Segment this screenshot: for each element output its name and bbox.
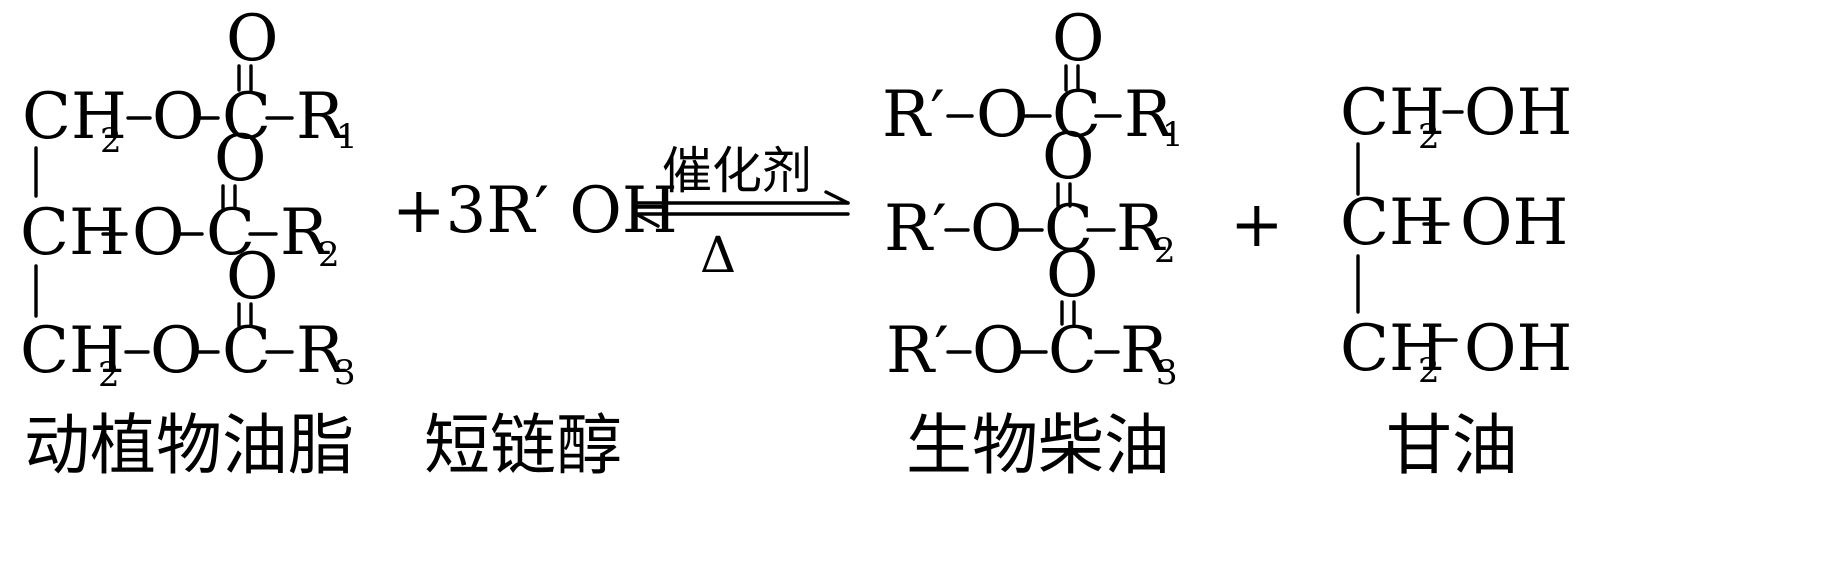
- fat-r-subscript-3: 3: [334, 353, 356, 393]
- fat-carbonyl-oxygen-2: O: [214, 122, 266, 196]
- fat-ester-oxygen-1: O: [152, 80, 204, 154]
- biodiesel-ester-oxygen-3: O: [972, 314, 1024, 388]
- fat-ch2-top: CH: [22, 80, 127, 154]
- biodiesel-carbonyl-oxygen-3: O: [1046, 238, 1098, 312]
- forward-arrow-head: [824, 190, 850, 205]
- biodiesel-rprime-2: R′: [884, 192, 947, 266]
- biodiesel-carbonyl-oxygen-1: O: [1052, 2, 1104, 76]
- fat-r-group-1: R: [296, 80, 346, 154]
- fat-carbonyl-carbon-3: C: [222, 314, 271, 388]
- fat-ch2-bottom: CH: [20, 314, 125, 388]
- glycerol-oh-3: OH: [1464, 312, 1572, 386]
- glycerol-ch2-top-subscript: 2: [1418, 117, 1440, 157]
- fat-r-group-2: R: [280, 196, 330, 270]
- equilibrium-arrow: [634, 190, 850, 228]
- biodiesel-caption: 生物柴油: [906, 407, 1170, 484]
- fat-r-subscript-2: 2: [318, 235, 340, 275]
- biodiesel-r-group-3: R: [1120, 314, 1170, 388]
- heat-symbol: Δ: [700, 226, 736, 284]
- glycerol-caption: 甘油: [1386, 407, 1518, 484]
- fat-carbonyl-carbon-2: C: [206, 196, 255, 270]
- fat-ester-oxygen-3: O: [150, 314, 202, 388]
- biodiesel-ester-oxygen-1: O: [976, 78, 1028, 152]
- glycerol-oh-1: OH: [1464, 76, 1572, 150]
- fat-r-subscript-1: 1: [336, 117, 358, 157]
- biodiesel-carbonyl-carbon-3: C: [1048, 314, 1097, 388]
- fat-ester-oxygen-2: O: [132, 196, 184, 270]
- catalyst-label: 催化剂: [662, 142, 812, 200]
- biodiesel-r-group-2: R: [1116, 192, 1166, 266]
- glycerol-ch2-top: CH: [1340, 76, 1445, 150]
- glycerol-structure: CH 2 OH CH OH CH 2 OH: [1340, 76, 1572, 391]
- fat-carbonyl-oxygen-1: O: [226, 2, 278, 76]
- fat-caption: 动植物油脂: [24, 407, 354, 484]
- biodiesel-ester-oxygen-2: O: [970, 192, 1022, 266]
- biodiesel-structure: R′ O C R 1 O R′ O C R 2 O R′ O C R 3 O: [882, 2, 1184, 393]
- biodiesel-rprime-1: R′: [882, 78, 945, 152]
- plus-sign: +: [1230, 188, 1284, 262]
- fat-carbonyl-carbon-1: C: [222, 80, 271, 154]
- glycerol-ch2-bottom: CH: [1340, 312, 1445, 386]
- biodiesel-carbonyl-oxygen-2: O: [1042, 120, 1094, 194]
- fat-r-group-3: R: [296, 314, 346, 388]
- biodiesel-r-subscript-1: 1: [1162, 115, 1184, 155]
- fat-carbonyl-oxygen-3: O: [226, 240, 278, 314]
- biodiesel-rprime-3: R′: [886, 314, 949, 388]
- alcohol-caption: 短链醇: [424, 407, 622, 484]
- biodiesel-r-group-1: R: [1124, 78, 1174, 152]
- fat-ch2-top-subscript: 2: [100, 121, 122, 161]
- triglyceride-structure: CH 2 O C R 1 O CH O C R 2 O CH 2 O C: [20, 2, 358, 395]
- reverse-arrow-head: [634, 212, 660, 228]
- biodiesel-r-subscript-3: 3: [1156, 353, 1178, 393]
- glycerol-ch2-bottom-subscript: 2: [1418, 351, 1440, 391]
- glycerol-oh-2: OH: [1460, 186, 1568, 260]
- alcohol-formula: +3R′ OH: [392, 174, 678, 248]
- fat-ch2-bottom-subscript: 2: [98, 355, 120, 395]
- biodiesel-r-subscript-2: 2: [1154, 231, 1176, 271]
